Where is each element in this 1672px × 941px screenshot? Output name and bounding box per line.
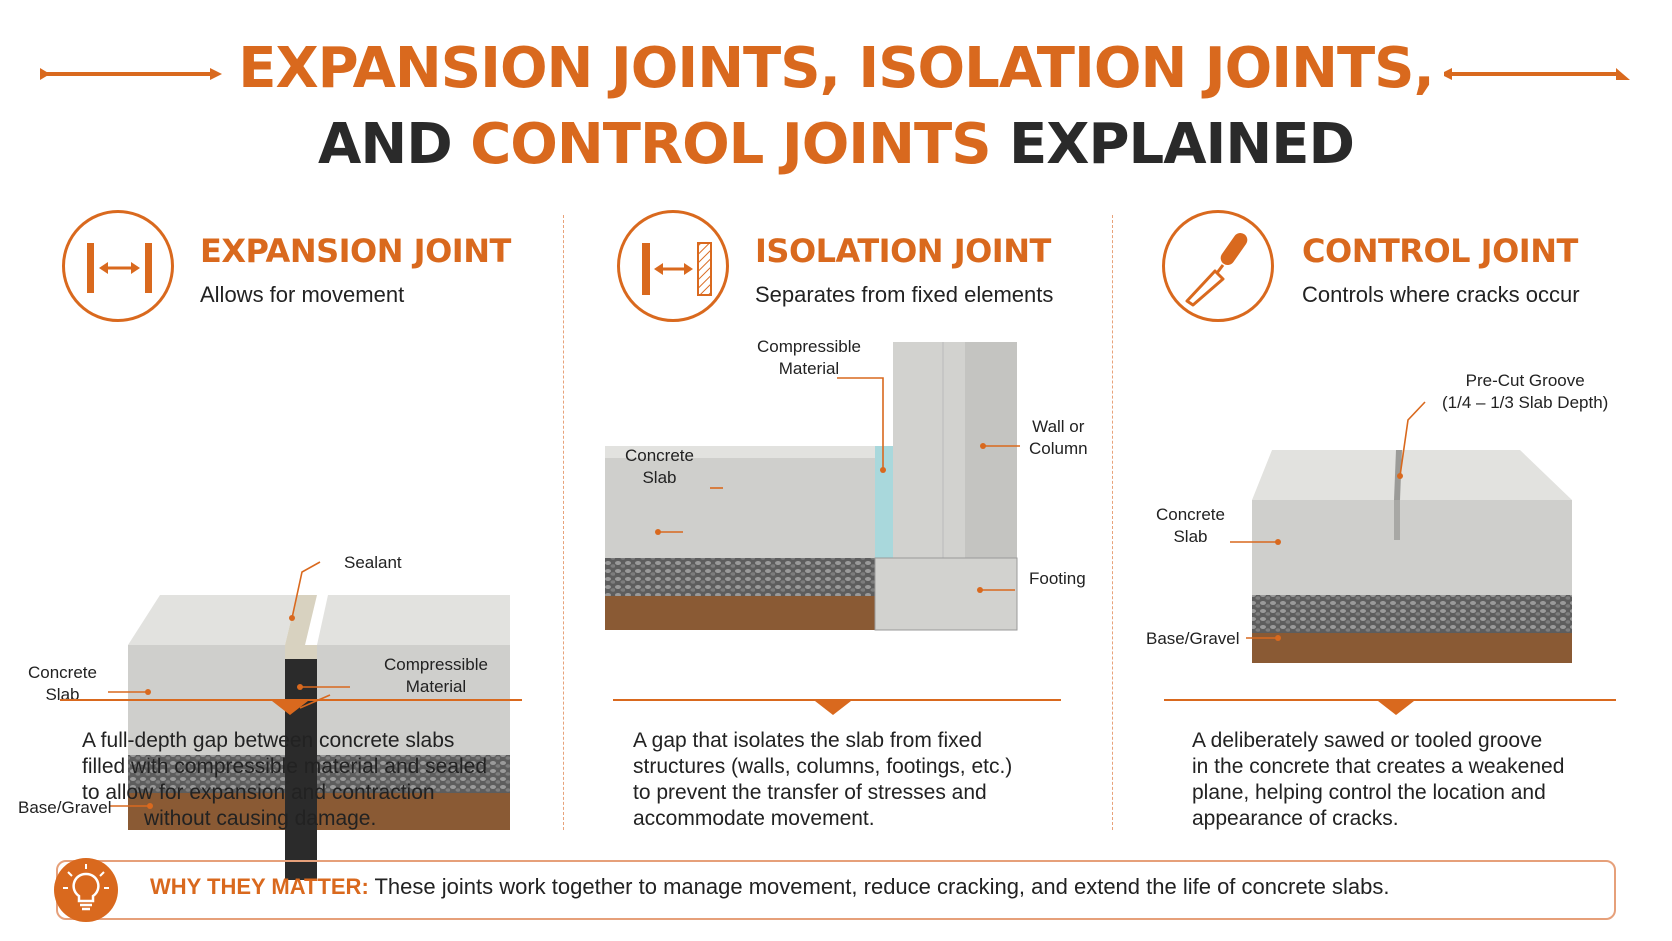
isolation-joint-diagram: [605, 342, 1020, 631]
page-title-line-1: EXPANSION JOINTS, ISOLATION JOINTS,: [238, 36, 1435, 101]
title-right-arrow-decoration: [1444, 68, 1630, 80]
panel-separator: [1164, 699, 1616, 701]
isolation-arrows-icon: [617, 210, 729, 322]
panel-description: A gap that isolates the slab from fixed …: [633, 729, 1013, 830]
banner-label: WHY THEY MATTER:: [150, 874, 369, 899]
panel-heading: EXPANSION JOINT: [200, 232, 511, 270]
label-footing: Footing: [1029, 569, 1086, 588]
panel-control-joint: CONTROL JOINT Controls where cracks occu…: [1146, 210, 1672, 830]
separator-pointer: [815, 701, 851, 715]
separator-pointer: [272, 701, 308, 715]
column-divider: [1112, 215, 1113, 830]
separator-pointer: [1378, 701, 1414, 715]
title-control-joints: CONTROL JOINTS: [470, 112, 991, 177]
label-pre-cut-groove: Pre-Cut Groove(1/4 – 1/3 Slab Depth): [1442, 371, 1609, 412]
trowel-icon: [1162, 210, 1274, 322]
lightbulb-icon: [54, 858, 118, 922]
panel-isolation-joint: ISOLATION JOINT Separates from fixed ele…: [605, 210, 1145, 830]
banner-body: These joints work together to manage mov…: [368, 874, 1390, 899]
panel-heading: CONTROL JOINT: [1302, 232, 1578, 270]
panel-separator: [613, 699, 1061, 701]
label-sealant: Sealant: [344, 553, 402, 572]
panel-description: A full-depth gap between concrete slabs …: [82, 729, 488, 830]
page-title-line-2: AND CONTROL JOINTS EXPLAINED: [0, 112, 1672, 177]
panel-separator: [60, 699, 522, 701]
panel-subheading: Controls where cracks occur: [1302, 282, 1580, 307]
panel-heading: ISOLATION JOINT: [755, 232, 1051, 270]
panel-subheading: Separates from fixed elements: [755, 282, 1054, 307]
title-and: AND: [318, 112, 471, 177]
expansion-arrows-icon: [62, 210, 174, 322]
label-base-gravel: Base/Gravel: [1146, 629, 1240, 648]
title-left-arrow-decoration: [40, 68, 222, 80]
control-joint-diagram: [1230, 401, 1572, 663]
title-explained: EXPLAINED: [990, 112, 1355, 177]
panel-subheading: Allows for movement: [200, 282, 405, 307]
panel-description: A deliberately sawed or tooled groove in…: [1192, 729, 1565, 830]
panel-expansion-joint: EXPANSION JOINT Allows for movement: [18, 210, 590, 880]
banner-text: WHY THEY MATTER: These joints work toget…: [150, 874, 1390, 900]
label-base-gravel: Base/Gravel: [18, 798, 112, 817]
column-divider: [563, 215, 564, 830]
